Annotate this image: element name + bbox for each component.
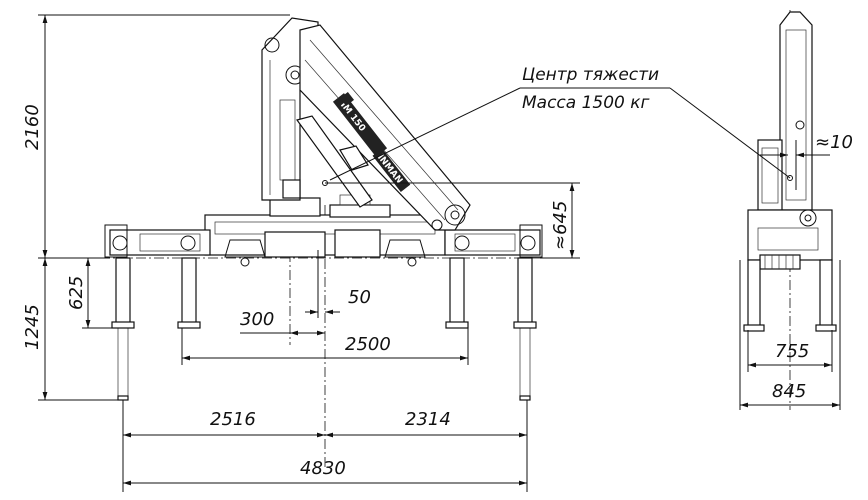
dimension-side-10: ≈10 (760, 132, 853, 190)
dimension-2160-label: 2160 (22, 104, 43, 150)
dimension-50: 50 (305, 250, 371, 318)
dimension-1245: 1245 (22, 258, 118, 401)
outrigger-beams (104, 224, 543, 258)
crane-base-frame (204, 194, 446, 267)
dimension-300-label: 300 (240, 309, 274, 330)
cg-leader-line (329, 87, 521, 181)
dimension-4830-label: 4830 (300, 458, 346, 479)
side-leg-left (747, 259, 761, 331)
dimension-300: 300 (240, 309, 325, 336)
brand-logo-square (339, 91, 355, 107)
side-cylinder (757, 139, 783, 211)
dimension-side-755: 755 (747, 330, 833, 372)
cg-annotation: Центр тяжести (522, 65, 659, 85)
side-leg-right (819, 259, 833, 331)
crane-boom: IM 150 INMAN (296, 24, 471, 231)
mass-annotation: Масса 1500 кг (522, 93, 650, 113)
dimension-2500: 2500 (181, 328, 469, 365)
dimension-side-845: 845 (739, 260, 841, 410)
center-of-gravity-marker (322, 180, 580, 186)
dimension-645: ≈645 (540, 183, 580, 259)
dimension-2314-label: 2314 (405, 409, 451, 430)
dimension-4830: 4830 (123, 458, 527, 486)
outrigger-legs (111, 257, 537, 401)
dimension-2516-2314: 2516 2314 (122, 400, 528, 492)
side-cg-leader (669, 87, 791, 179)
dimension-50-label: 50 (348, 287, 371, 308)
dimension-1245-label: 1245 (22, 304, 43, 350)
dimension-625-label: 625 (66, 276, 87, 310)
dimension-side-845-label: 845 (772, 381, 806, 402)
side-view: ≈10 755 845 (669, 10, 853, 410)
dimension-2500-label: 2500 (345, 334, 391, 355)
dimension-645-label: ≈645 (550, 201, 571, 250)
dimension-side-10-label: ≈10 (815, 132, 853, 153)
dimension-625: 625 (66, 258, 112, 329)
dimension-2516-label: 2516 (210, 409, 256, 430)
side-valve-block (759, 254, 801, 270)
dimension-2160: 2160 (22, 14, 290, 258)
boom-label-panel-1 (332, 93, 388, 157)
front-view: IM 150 INMAN Центр тяжести Масса 1500 кг… (22, 14, 670, 492)
side-base (747, 209, 833, 261)
dimension-side-755-label: 755 (775, 341, 809, 362)
boom-label-panel-2 (372, 148, 411, 192)
